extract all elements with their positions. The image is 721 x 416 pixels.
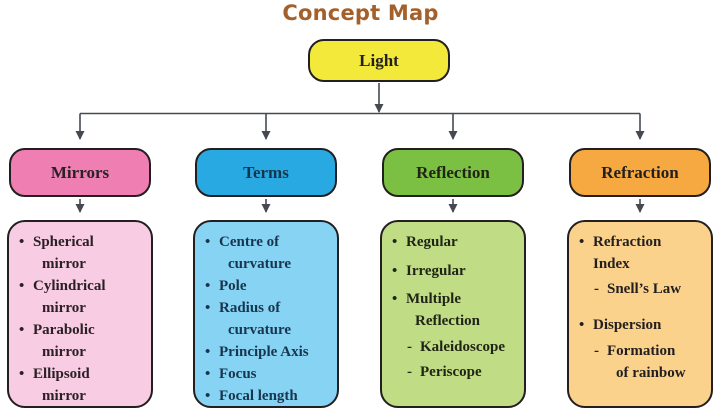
bullet-marker: •: [19, 366, 25, 382]
bullet-marker: •: [392, 234, 398, 250]
dash-marker: -: [594, 343, 599, 359]
item-line: Periscope: [420, 364, 482, 380]
item-line: of rainbow: [616, 365, 686, 381]
item-line: mirror: [42, 388, 86, 404]
item-line: Index: [593, 256, 630, 272]
list-item: • Dispersion: [579, 314, 708, 336]
list-item: • Pole: [205, 275, 334, 297]
list-item: - Snell’s Law: [594, 278, 708, 300]
bullet-marker: •: [579, 317, 585, 333]
item-line: Focus: [219, 366, 257, 382]
list-item: • Ellipsoid mirror: [19, 363, 148, 407]
branch-body-mirrors: • Spherical mirror • Cylindrical mirror • …: [7, 220, 153, 408]
list-item: • Focal length: [205, 385, 334, 407]
bullet-marker: •: [205, 234, 211, 250]
list-item: • Cylindrical mirror: [19, 275, 148, 319]
item-line: Spherical: [33, 234, 94, 250]
item-line: Cylindrical: [33, 278, 106, 294]
dash-marker: -: [594, 281, 599, 297]
list-item: • Parabolic mirror: [19, 319, 148, 363]
item-line: Reflection: [415, 313, 480, 329]
bullet-marker: •: [392, 263, 398, 279]
list-item: • Focus: [205, 363, 334, 385]
root-node: Light: [308, 39, 450, 82]
item-line: Formation: [607, 343, 676, 359]
item-line: Regular: [406, 234, 458, 250]
bullet-marker: •: [19, 322, 25, 338]
item-line: Pole: [219, 278, 247, 294]
branch-header-label: Refraction: [601, 162, 679, 182]
bullet-marker: •: [205, 300, 211, 316]
bullet-marker: •: [205, 344, 211, 360]
root-label: Light: [359, 50, 399, 70]
item-line: Kaleidoscope: [420, 339, 505, 355]
item-line: Multiple: [406, 291, 461, 307]
item-line: curvature: [228, 256, 292, 272]
bullet-marker: •: [205, 366, 211, 382]
item-line: Radius of: [219, 300, 281, 316]
item-line: Snell’s Law: [607, 281, 682, 297]
branch-header-label: Reflection: [416, 162, 490, 182]
page-title: Concept Map: [282, 1, 439, 25]
list-item: • Radius of curvature: [205, 297, 334, 341]
item-line: Parabolic: [33, 322, 95, 338]
bullet-marker: •: [19, 278, 25, 294]
item-line: Dispersion: [593, 317, 662, 333]
dash-marker: -: [407, 339, 412, 355]
item-line: curvature: [228, 322, 292, 338]
list-item: - Periscope: [407, 361, 521, 383]
bullet-marker: •: [205, 388, 211, 404]
list-item: • Regular: [392, 231, 521, 253]
branch-header-terms: Terms: [195, 148, 337, 197]
bullet-marker: •: [19, 234, 25, 250]
bullet-marker: •: [205, 278, 211, 294]
item-line: mirror: [42, 256, 86, 272]
branch-header-label: Terms: [243, 162, 289, 182]
list-item: - Kaleidoscope: [407, 336, 521, 358]
item-line: Focal length: [219, 388, 298, 404]
item-line: Principle Axis: [219, 344, 309, 360]
item-line: Centre of: [219, 234, 280, 250]
branch-header-label: Mirrors: [50, 162, 110, 182]
item-line: mirror: [42, 344, 86, 360]
dash-marker: -: [407, 364, 412, 380]
list-item: • Principle Axis: [205, 341, 334, 363]
branch-header-refraction: Refraction: [569, 148, 711, 197]
list-item: • Spherical mirror: [19, 231, 148, 275]
item-line: Irregular: [406, 263, 466, 279]
branch-header-mirrors: Mirrors: [9, 148, 151, 197]
bullet-marker: •: [579, 234, 585, 250]
branch-header-reflection: Reflection: [382, 148, 524, 197]
list-item: - Formation of rainbow: [594, 340, 708, 384]
branch-body-terms: • Centre of curvature • Pole • Radius of c…: [193, 220, 339, 408]
bullet-marker: •: [392, 291, 398, 307]
item-line: Ellipsoid: [33, 366, 90, 382]
list-item: • Irregular: [392, 260, 521, 282]
list-item: • Centre of curvature: [205, 231, 334, 275]
item-line: Refraction: [593, 234, 662, 250]
item-line: mirror: [42, 300, 86, 316]
